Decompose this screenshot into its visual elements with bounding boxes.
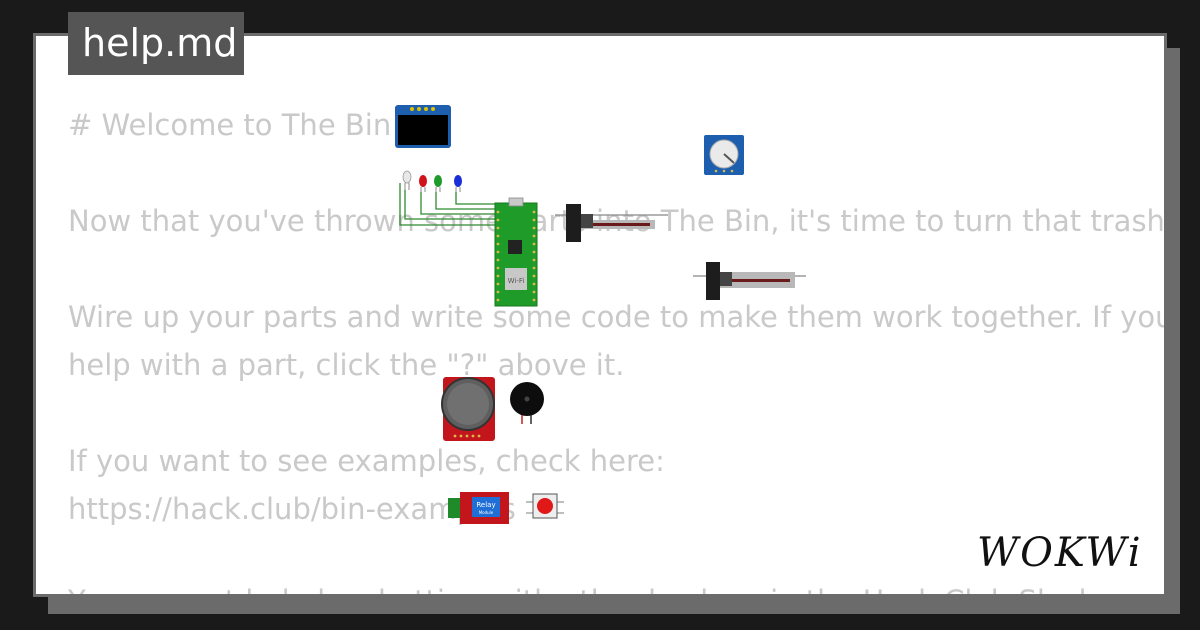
- doc-line: You can get help by chatting with other …: [68, 584, 1095, 594]
- wires[interactable]: [399, 183, 497, 226]
- pico-wifi-label: Wi-Fi: [508, 277, 525, 285]
- relay-sublabel: Module: [479, 510, 494, 515]
- doc-line: help with a part, click the "?" above it…: [68, 348, 625, 382]
- slide-potentiometer-1[interactable]: [555, 204, 668, 242]
- led-red[interactable]: [419, 175, 427, 192]
- doc-line: If you want to see examples, check here:: [68, 444, 665, 478]
- wokwi-logo: WOKWi: [975, 528, 1153, 580]
- rotary-potentiometer[interactable]: [704, 135, 744, 175]
- doc-line: Wire up your parts and write some code t…: [68, 300, 1167, 334]
- led-blue[interactable]: [454, 175, 462, 192]
- piezo-buzzer[interactable]: [510, 382, 544, 424]
- file-tab[interactable]: help.md: [68, 12, 244, 75]
- relay-label: Relay: [476, 501, 495, 509]
- document-card: # Welcome to The Bin Now that you've thr…: [33, 33, 1167, 597]
- pico-w-board[interactable]: Wi-Fi: [494, 197, 538, 307]
- push-button[interactable]: [526, 493, 564, 519]
- slide-potentiometer-2[interactable]: [693, 262, 806, 300]
- analog-joystick[interactable]: [441, 377, 495, 441]
- relay-module[interactable]: Relay Module: [448, 492, 509, 524]
- led-white[interactable]: [402, 170, 412, 190]
- svg-text:WOKWi: WOKWi: [977, 530, 1143, 576]
- doc-link[interactable]: https://hack.club/bin-examples: [68, 492, 516, 526]
- doc-heading: # Welcome to The Bin: [68, 108, 392, 142]
- oled-display[interactable]: [395, 105, 451, 148]
- led-green[interactable]: [434, 175, 442, 192]
